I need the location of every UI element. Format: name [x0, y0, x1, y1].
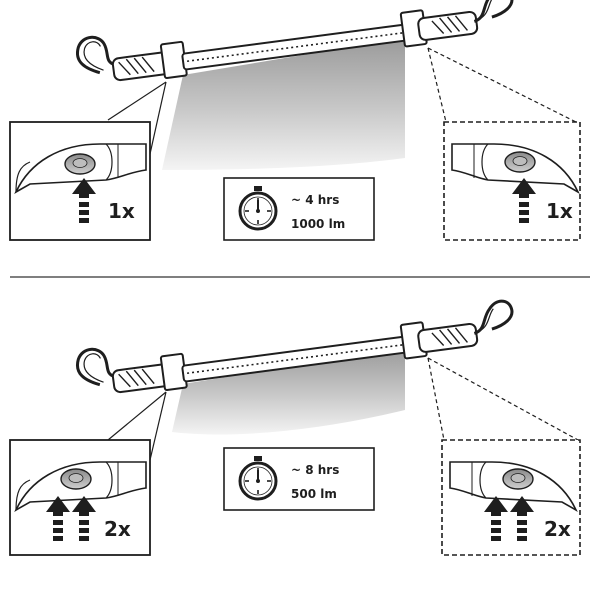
right-button-closeup: 1x	[443, 121, 581, 241]
press-count-right: 1x	[546, 199, 573, 223]
power-button-icon	[504, 151, 536, 173]
runtime-info-box: ~ 8 hrs 500 lm	[223, 447, 375, 511]
press-count-left: 1x	[108, 199, 135, 223]
press-count-right: 2x	[544, 517, 571, 541]
output-text: 500 lm	[291, 487, 337, 501]
left-button-closeup: 2x	[9, 439, 151, 556]
power-button-icon	[502, 468, 534, 490]
right-button-closeup: 2x	[441, 439, 581, 556]
press-count-left: 2x	[104, 517, 131, 541]
light-beam	[172, 348, 405, 435]
power-button-icon	[64, 153, 96, 175]
runtime-text: ~ 4 hrs	[291, 193, 339, 207]
runtime-text: ~ 8 hrs	[291, 463, 339, 477]
mode-1-panel: 1x 1x ~ 4 hrs 1000 lm	[9, 0, 581, 241]
power-button-icon	[60, 468, 92, 490]
left-button-closeup: 1x	[9, 121, 151, 241]
output-text: 1000 lm	[291, 217, 345, 231]
light-beam	[162, 38, 405, 170]
runtime-info-box: ~ 4 hrs 1000 lm	[223, 177, 375, 241]
mode-2-panel: 2x 2x ~ 8 hrs 500 lm	[9, 292, 581, 556]
